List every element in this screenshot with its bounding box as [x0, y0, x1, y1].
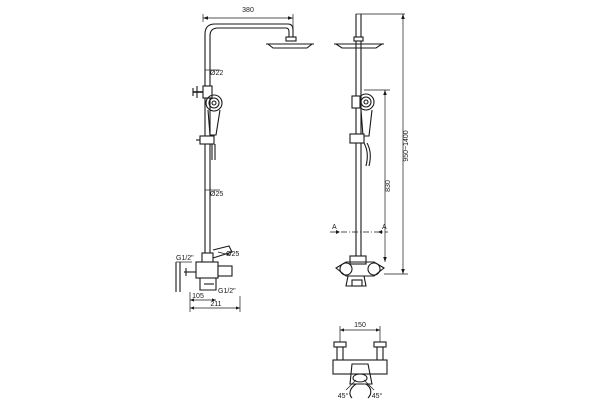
- angle-right-label: 45°: [372, 392, 383, 400]
- dim-830-label: 830: [385, 180, 392, 192]
- hand-shower: [205, 94, 223, 136]
- dim-105-label: 105: [192, 293, 204, 300]
- dim-g-half-bottom-label: G1/2": [218, 288, 236, 295]
- section-a-a: A A: [330, 224, 388, 234]
- dim-height-range: 950~1400: [384, 14, 410, 275]
- riser-lower: Ø25: [204, 150, 223, 262]
- section-angles: 45° 45°: [338, 379, 383, 400]
- dim-bottom: G1/2" 105 211: [189, 288, 241, 312]
- front-view: A A 950~1400 830: [330, 13, 410, 287]
- dim-g-half-left-label: G1/2": [176, 255, 194, 262]
- front-hand-shower: [351, 93, 375, 137]
- dim-211-label: 211: [210, 301, 221, 308]
- slide-holder: [196, 135, 216, 160]
- dim-dia22-label: Ø22: [210, 70, 223, 77]
- front-mixer: [335, 255, 385, 287]
- dim-150-label: 150: [354, 322, 366, 329]
- mixer-body: [184, 245, 233, 291]
- section-view: 150 45° 45°: [332, 322, 388, 400]
- dim-dia25-spout-label: Ø25: [226, 251, 239, 258]
- angle-left-label: 45°: [338, 392, 349, 400]
- side-view: 380 Ø22: [175, 7, 314, 312]
- rain-shower-head: [266, 36, 314, 49]
- section-connectors: [333, 341, 387, 362]
- wall-inlet: G1/2" Ø25: [175, 251, 239, 292]
- dim-dia22: Ø22: [205, 69, 223, 77]
- dim-380-label: 380: [242, 7, 254, 14]
- riser-upper-and-arm: [204, 23, 294, 150]
- dim-dia25-label: Ø25: [210, 191, 223, 198]
- section-a-right-label: A: [382, 224, 387, 231]
- front-rain-head: [334, 36, 384, 49]
- section-a-left-label: A: [332, 224, 337, 231]
- section-body: [332, 359, 388, 399]
- front-slide-holder: [349, 133, 371, 167]
- dim-830: 830: [364, 89, 392, 262]
- dim-150: 150: [339, 322, 381, 342]
- dim-height-range-label: 950~1400: [403, 130, 410, 161]
